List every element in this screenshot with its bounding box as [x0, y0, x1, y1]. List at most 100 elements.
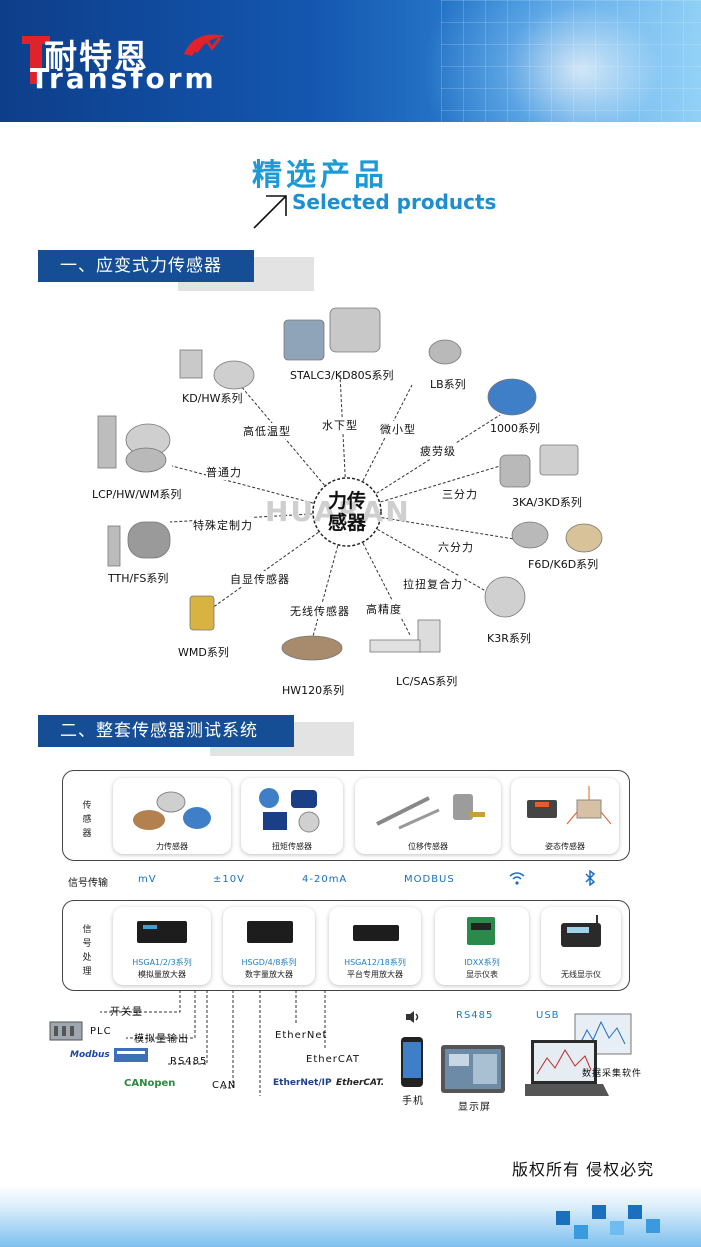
processor-platform-name: 平台专用放大器 [347, 970, 403, 979]
watermark-text: HUARAN [265, 495, 411, 528]
plc-device-icon [49, 1021, 83, 1041]
processor-card-analog: HSGA1/2/3系列 模拟量放大器 [113, 907, 211, 985]
arrow-icon [253, 195, 287, 229]
output-switch: 开关量 [110, 1007, 143, 1018]
product-1000: 1000系列 [490, 422, 540, 435]
signal-10v: ±10V [213, 874, 245, 885]
category-general: 普通力 [206, 464, 242, 480]
product-stalc3: STALC3/KD80S系列 [290, 369, 394, 382]
displacement-sensor-icon [376, 794, 485, 830]
product-wmd: WMD系列 [178, 646, 229, 659]
sensor-card-force: 力传感器 [113, 778, 231, 854]
product-k3r: K3R系列 [487, 632, 531, 645]
category-wireless: 无线传感器 [290, 603, 350, 619]
category-self-display: 自显传感器 [230, 571, 290, 587]
selected-title-cn: 精选产品 [252, 158, 388, 193]
output-rs485-left: RS485 [170, 1056, 208, 1067]
wireless-display-icon [561, 915, 601, 947]
output-can: CAN [212, 1080, 237, 1091]
output-software: 数据采集软件 [582, 1069, 643, 1079]
product-lc-sas: LC/SAS系列 [396, 675, 458, 688]
attitude-sensor-icon [527, 786, 611, 825]
logo-t-stem [30, 36, 42, 84]
output-connector-lines [100, 990, 326, 1096]
processor-card-display: IDXX系列 显示仪表 [435, 907, 529, 985]
logo-chinese-name: 耐特恩 [44, 37, 149, 76]
processor-analog-name: 模拟量放大器 [138, 970, 186, 979]
category-custom: 特殊定制力 [193, 517, 253, 533]
category-high-low-temp: 高低温型 [243, 423, 291, 439]
product-kd-hw: KD/HW系列 [182, 392, 243, 405]
category-high-precision: 高精度 [366, 601, 402, 617]
force-sensor-icon [133, 791, 211, 830]
canopen-logo: CANopen [124, 1078, 176, 1089]
bluetooth-icon [585, 870, 596, 886]
sensor-card-displacement-label: 位移传感器 [408, 842, 448, 851]
sensor-card-attitude: 姿态传感器 [511, 778, 619, 854]
signal-modbus: MODBUS [404, 874, 455, 885]
output-usb: USB [536, 1010, 560, 1021]
product-hw120: HW120系列 [282, 684, 345, 697]
sensor-card-force-label: 力传感器 [156, 842, 188, 851]
category-three-axis: 三分力 [442, 486, 478, 502]
mobile-phone-icon [401, 1037, 423, 1087]
category-fatigue: 疲劳级 [420, 443, 456, 459]
category-six-axis: 六分力 [438, 539, 474, 555]
category-micro: 微小型 [380, 421, 416, 437]
output-ethercat: EtherCAT [306, 1054, 360, 1065]
product-3ka: 3KA/3KD系列 [512, 496, 582, 509]
platform-amplifier-icon [353, 925, 399, 941]
sensor-card-torque-label: 扭矩传感器 [272, 842, 312, 851]
product-f6d: F6D/K6D系列 [528, 558, 599, 571]
category-underwater: 水下型 [322, 417, 358, 433]
profibus-logo-icon [114, 1048, 148, 1062]
header-glow-decoration [421, 0, 701, 122]
processor-card-wireless: 无线显示仪 [541, 907, 621, 985]
output-phone: 手机 [402, 1096, 424, 1107]
sensors-panel: 传感器 力传感器 扭矩传感器 位移传感器 [62, 770, 630, 861]
analog-amplifier-icon [137, 921, 187, 943]
digital-amplifier-icon [247, 921, 293, 943]
output-rs485-right: RS485 [456, 1010, 494, 1021]
force-sensor-diagram: HUARAN 力传感器 水下型 微小型 疲劳级 三分力 六分力 拉扭复合力 高精… [0, 290, 701, 710]
copyright-notice: 版权所有 侵权必究 [512, 1160, 655, 1179]
processor-card-platform: HSGA12/18系列 平台专用放大器 [329, 907, 421, 985]
sensor-card-attitude-label: 姿态传感器 [545, 842, 585, 851]
sensor-card-displacement: 位移传感器 [355, 778, 501, 854]
sensors-panel-label: 传感器 [82, 801, 92, 839]
processor-card-digital: HSGD/4/8系列 数字量放大器 [223, 907, 315, 985]
ethernet-ip-logo: EtherNet/IP [273, 1078, 332, 1088]
wireless-signal-icon [509, 872, 525, 885]
logo-swoosh-icon [184, 34, 226, 56]
logo-english-name: Transform [30, 62, 217, 95]
output-ethernet: EtherNet [275, 1030, 328, 1041]
header-banner: 耐特恩 Transform [0, 0, 701, 122]
signal-transmission-label: 信号传输 [68, 878, 108, 889]
footer-squares-decoration [556, 1205, 660, 1239]
output-plc: PLC [90, 1026, 112, 1037]
processor-wireless-name: 无线显示仪 [561, 970, 601, 979]
product-lb: LB系列 [430, 378, 466, 391]
data-acquisition-software-icon [525, 1013, 632, 1096]
output-analog: 模拟量输出 [134, 1034, 189, 1045]
product-lcp: LCP/HW/WM系列 [92, 488, 182, 501]
processor-display-model: IDXX系列 [464, 958, 500, 967]
modbus-logo: Modbus [70, 1050, 110, 1060]
display-meter-icon [467, 917, 495, 945]
diagram-center-label: 力传感器 [327, 490, 366, 534]
diagram-lines [97, 307, 603, 661]
category-tension-torsion: 拉扭复合力 [403, 576, 463, 592]
processor-analog-model: HSGA1/2/3系列 [132, 958, 192, 967]
processor-digital-name: 数字量放大器 [245, 970, 293, 979]
sensor-card-torque: 扭矩传感器 [241, 778, 343, 854]
section1-title: 一、应变式力传感器 [38, 250, 254, 282]
processor-platform-model: HSGA12/18系列 [344, 958, 406, 967]
selected-title-en: Selected products [292, 190, 497, 214]
ethercat-logo: EtherCAT. [336, 1078, 385, 1088]
torque-sensor-icon [259, 788, 320, 833]
section2-title: 二、整套传感器测试系统 [38, 715, 294, 747]
footer-band [0, 1185, 701, 1247]
output-screen: 显示屏 [458, 1102, 491, 1113]
processor-digital-model: HSGD/4/8系列 [241, 958, 297, 967]
signal-4-20ma: 4-20mA [302, 874, 348, 885]
